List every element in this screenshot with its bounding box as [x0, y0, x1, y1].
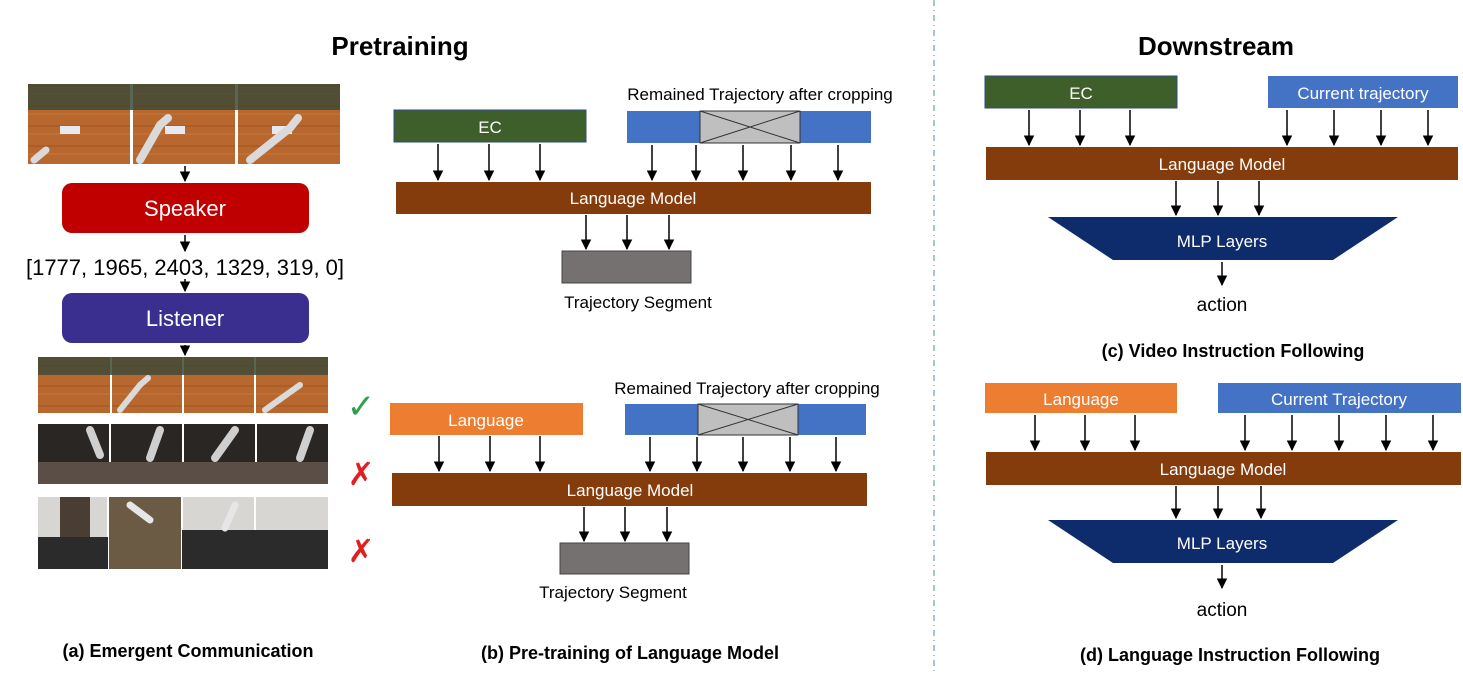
trajectory-segment-label-2: Trajectory Segment	[539, 583, 687, 602]
ec-input-label: EC	[478, 118, 502, 137]
input-arrows-b-top	[432, 144, 844, 182]
caption-b: (b) Pre-training of Language Model	[481, 643, 779, 663]
mlp-layers-shape-c	[1048, 217, 1398, 260]
trajectory-segment-box-2	[559, 542, 690, 575]
language-model-box-d	[986, 452, 1461, 485]
language-input-label-d: Language	[1043, 390, 1119, 409]
check-mark-icon: ✓	[347, 388, 376, 426]
language-input-box	[390, 403, 583, 435]
ec-input-box-c	[984, 75, 1178, 109]
current-trajectory-box-d	[1218, 383, 1461, 413]
speaker-input-frames	[28, 84, 340, 164]
action-label-c: action	[1197, 295, 1248, 316]
candidate-frames-1	[38, 357, 328, 413]
language-model-box	[396, 182, 871, 214]
language-model-label-c: Language Model	[1159, 155, 1286, 174]
language-input-label: Language	[448, 411, 524, 430]
listener-label: Listener	[146, 306, 224, 331]
model-arrows-d	[1170, 486, 1267, 520]
remained-trajectory-label: Remained Trajectory after cropping	[627, 85, 893, 104]
current-trajectory-box-c	[1268, 76, 1458, 108]
language-model-label-2: Language Model	[567, 481, 694, 500]
panel-c: EC Current trajectory Language Model MLP…	[984, 75, 1458, 361]
action-label-d: action	[1197, 600, 1248, 621]
model-arrows-c	[1170, 181, 1265, 217]
downstream-title: Downstream	[1138, 31, 1294, 61]
output-arrows-b-bottom	[578, 507, 673, 543]
language-model-box-c	[986, 147, 1458, 180]
language-model-box-2	[392, 473, 867, 506]
mlp-layers-label-c: MLP Layers	[1177, 232, 1267, 251]
panel-d: Language Current Trajectory Language Mod…	[985, 383, 1461, 665]
language-input-box-d	[985, 383, 1177, 413]
panel-b-top: EC Remained Trajectory after cropping La…	[393, 85, 893, 312]
message-tokens: [1777, 1965, 2403, 1329, 319, 0]	[26, 255, 344, 280]
ec-input-box	[393, 109, 587, 143]
candidate-frames-3	[38, 497, 328, 569]
language-model-label: Language Model	[570, 189, 697, 208]
panel-a: Speaker [1777, 1965, 2403, 1329, 319, 0]…	[26, 84, 375, 661]
mlp-layers-label-d: MLP Layers	[1177, 534, 1267, 553]
output-arrows-b-top	[580, 215, 675, 251]
mlp-layers-shape-d	[1048, 520, 1398, 563]
speaker-label: Speaker	[144, 196, 226, 221]
listener-box	[62, 293, 309, 343]
speaker-box	[62, 183, 309, 233]
input-arrows-b-bottom	[433, 436, 842, 473]
ec-input-label-c: EC	[1069, 84, 1093, 103]
candidate-frames-2	[38, 424, 328, 484]
input-arrows-d	[1029, 415, 1439, 452]
caption-a: (a) Emergent Communication	[62, 641, 313, 661]
input-arrows-c	[1023, 110, 1434, 147]
caption-d: (d) Language Instruction Following	[1080, 645, 1380, 665]
cross-mark-icon-2: ✗	[348, 533, 375, 569]
trajectory-segment-box	[561, 250, 692, 284]
cross-mark-icon-1: ✗	[348, 456, 375, 492]
current-trajectory-label-d: Current Trajectory	[1271, 390, 1408, 409]
trajectory-segment-label: Trajectory Segment	[564, 293, 712, 312]
caption-c: (c) Video Instruction Following	[1102, 341, 1365, 361]
current-trajectory-label-c: Current trajectory	[1297, 84, 1429, 103]
pretraining-title: Pretraining	[331, 31, 468, 61]
panel-b-bottom: Language Remained Trajectory after cropp…	[390, 379, 880, 663]
remained-trajectory-label-2: Remained Trajectory after cropping	[614, 379, 880, 398]
language-model-label-d: Language Model	[1160, 460, 1287, 479]
